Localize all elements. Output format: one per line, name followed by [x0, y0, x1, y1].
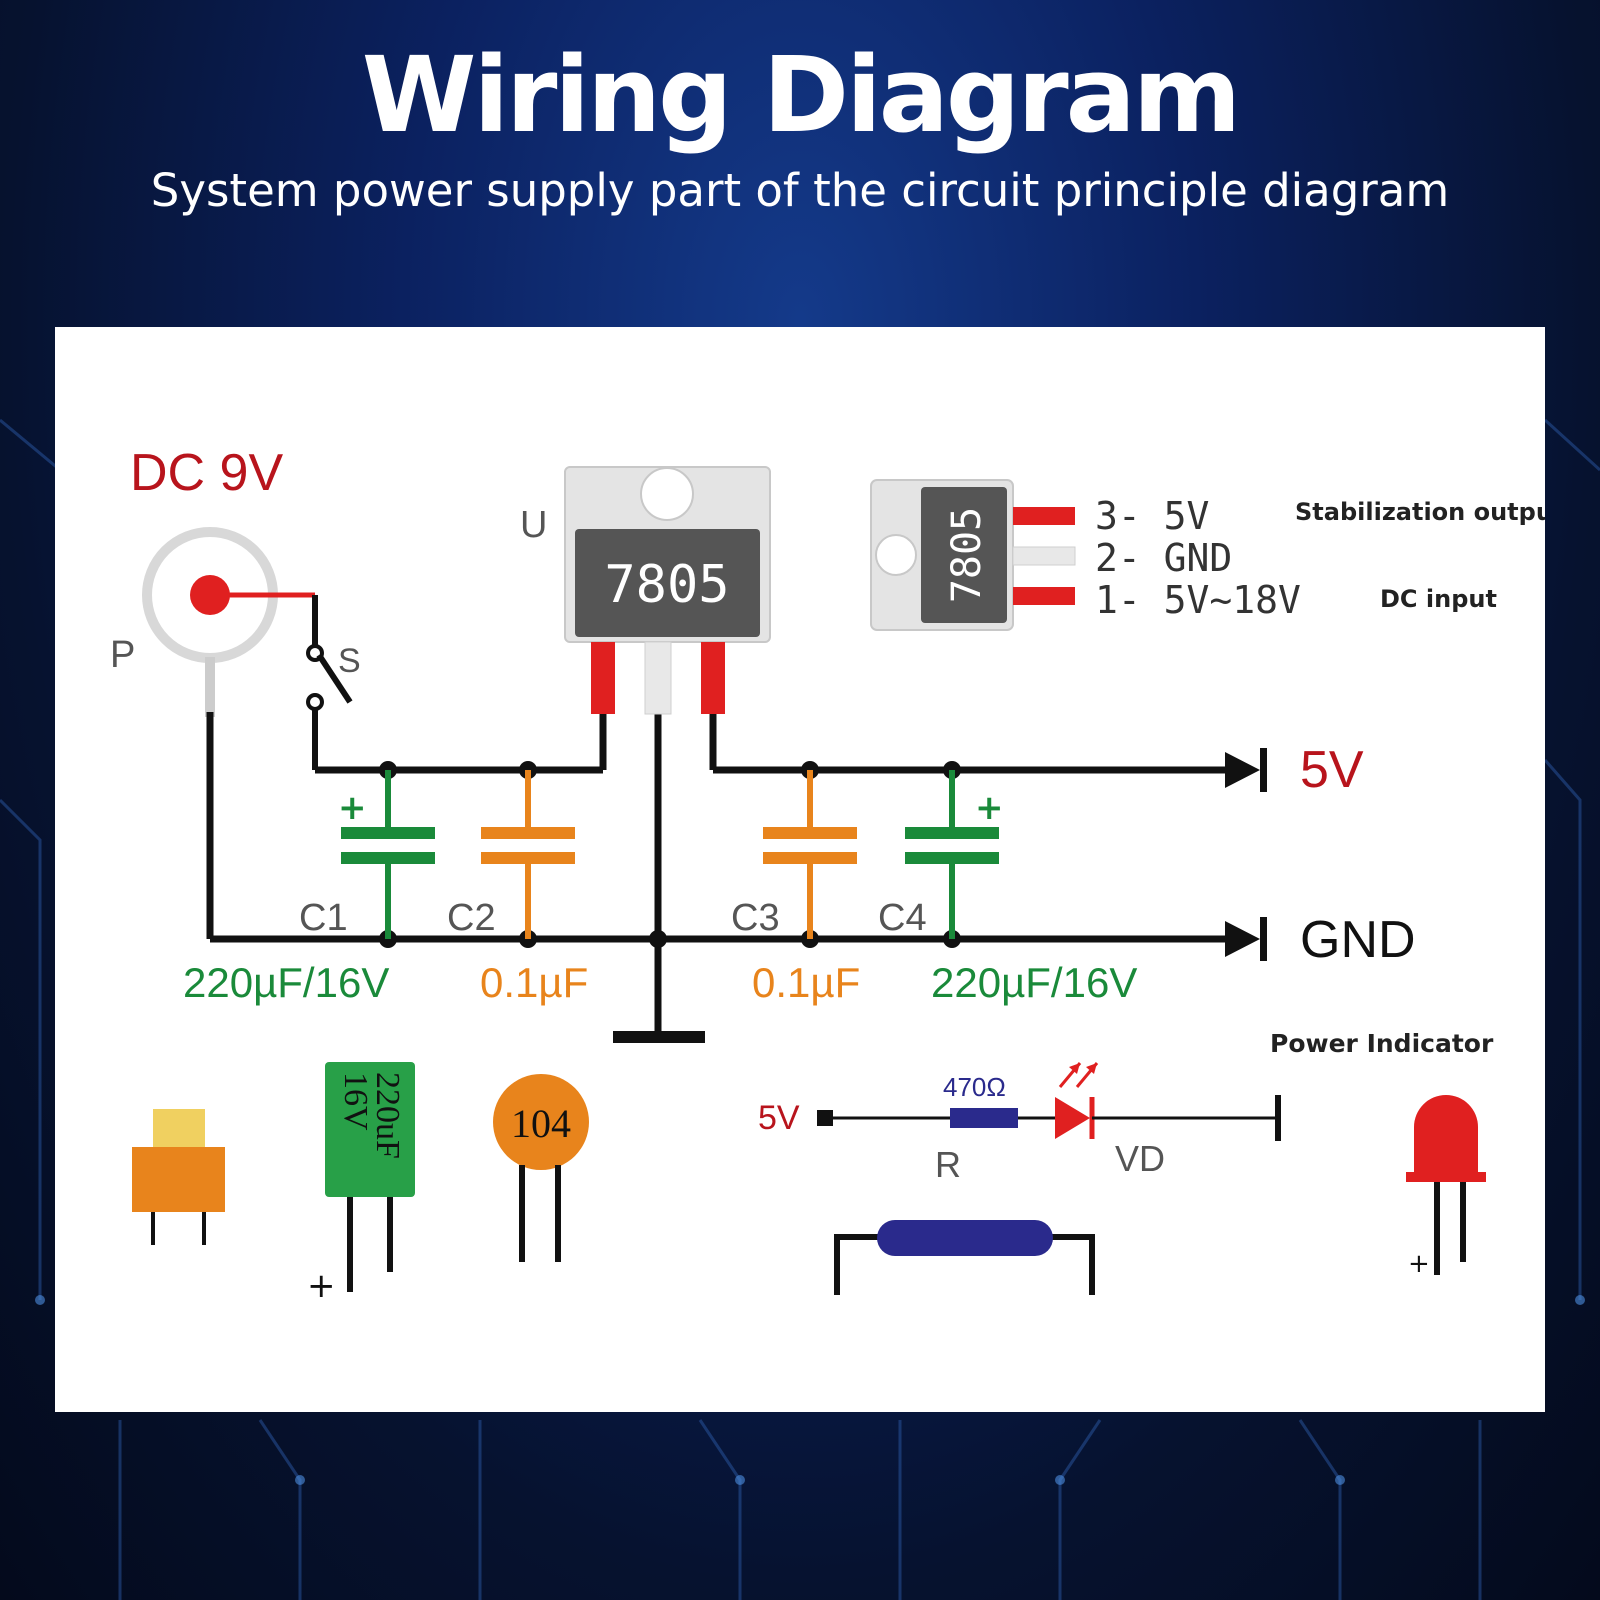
c3-label: C3	[731, 897, 780, 939]
resistor-label: R	[935, 1144, 961, 1185]
capacitor-c1	[341, 770, 435, 939]
led-plus-sign: +	[1408, 1249, 1430, 1279]
switch-label: S	[338, 642, 361, 680]
pin-3-description: Stabilization output	[1295, 498, 1545, 526]
c1-plus-sign: +	[338, 788, 367, 828]
electrolytic-marking-voltage: 16V	[337, 1072, 374, 1131]
regulator-part-number: 7805	[604, 555, 729, 615]
pin-1-label: 1- 5V~18V	[1095, 578, 1301, 622]
switch-symbol	[306, 595, 353, 770]
resistor-value: 470Ω	[943, 1072, 1006, 1102]
output-5v-label: 5V	[1300, 741, 1364, 799]
c1-label: C1	[299, 897, 348, 939]
output-arrows	[1225, 748, 1267, 961]
c2-label: C2	[447, 897, 496, 939]
jack-label: P	[110, 634, 135, 676]
pinout-part-number: 7805	[944, 507, 990, 603]
indicator-circuit	[817, 1062, 1281, 1141]
page-title: Wiring Diagram	[361, 34, 1241, 156]
capacitor-c3	[763, 770, 857, 939]
c1-value: 220µF/16V	[183, 959, 389, 1006]
pin-1-description: DC input	[1380, 585, 1497, 613]
electrolytic-plus-sign: +	[307, 1266, 336, 1306]
led-label: VD	[1115, 1138, 1165, 1179]
power-indicator-title: Power Indicator	[1270, 1029, 1494, 1058]
led-illustration	[1406, 1095, 1486, 1275]
ceramic-capacitor-illustration	[493, 1074, 589, 1262]
resistor-illustration	[834, 1220, 1095, 1295]
switch-part-illustration	[132, 1109, 225, 1245]
capacitor-c4	[905, 770, 999, 939]
c3-value: 0.1µF	[752, 959, 860, 1006]
pin-3-label: 3- 5V	[1095, 494, 1209, 538]
regulator-7805	[564, 466, 771, 715]
electrolytic-capacitor-illustration	[325, 1062, 415, 1292]
capacitor-c2	[481, 770, 575, 939]
dc-jack	[142, 527, 315, 717]
c4-label: C4	[878, 897, 927, 939]
dc-9v-label: DC 9V	[130, 444, 283, 502]
c2-value: 0.1µF	[480, 959, 588, 1006]
diagram-panel: DC 9V P S 5V GND	[55, 327, 1545, 1412]
regulator-label: U	[520, 504, 547, 546]
c4-plus-sign: +	[975, 788, 1004, 828]
pinout-regulator	[870, 479, 1076, 631]
pin-2-label: 2- GND	[1095, 536, 1232, 580]
output-gnd-label: GND	[1300, 911, 1416, 969]
c4-value: 220µF/16V	[931, 959, 1137, 1006]
ceramic-marking: 104	[511, 1101, 571, 1146]
page-subtitle: System power supply part of the circuit …	[150, 164, 1450, 217]
electrolytic-marking-value: 220uF	[369, 1072, 406, 1159]
power-supply-schematic: DC 9V P S 5V GND	[110, 444, 1545, 1306]
indicator-5v-label: 5V	[758, 1099, 800, 1137]
